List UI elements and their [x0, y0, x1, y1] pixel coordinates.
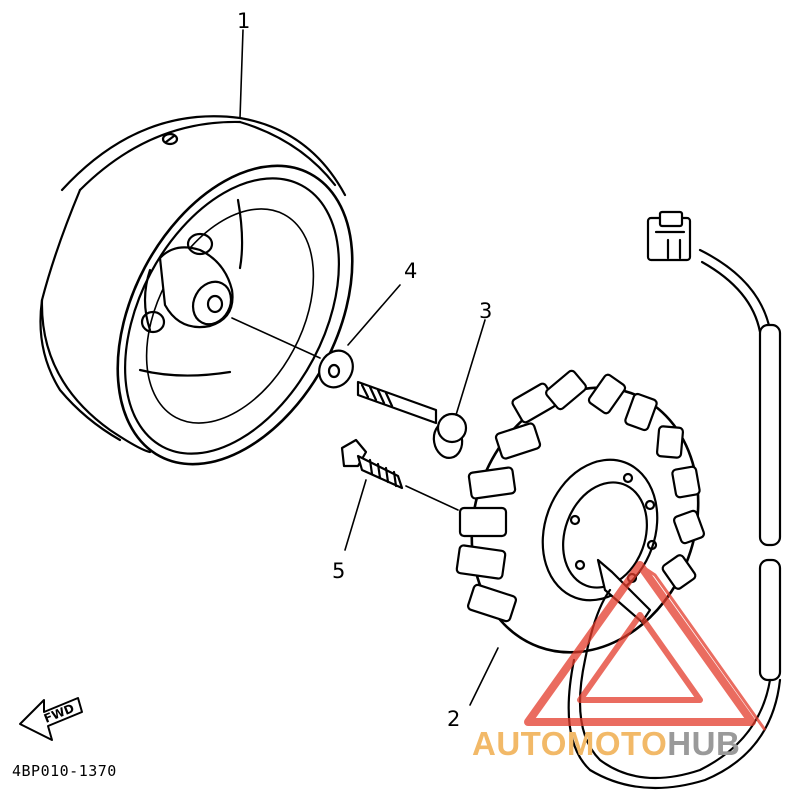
callout-1: 1	[237, 9, 250, 33]
stator-coil	[455, 369, 706, 706]
rotor-flywheel	[39, 115, 354, 466]
callout-3: 3	[479, 299, 492, 323]
fwd-arrow-icon: FWD	[19, 697, 83, 741]
bolt	[356, 319, 486, 459]
watermark-brand-part1: AUTOMOTO	[472, 725, 668, 762]
callout-5: 5	[332, 559, 345, 583]
warning-triangle-icon	[524, 561, 767, 731]
callout-4: 4	[404, 259, 417, 283]
wire-harness	[567, 210, 782, 790]
watermark-brand: AUTOMOTOHUB	[472, 725, 740, 763]
diagram-code: 4BP010-1370	[12, 762, 117, 780]
callout-2: 2	[447, 707, 460, 731]
watermark-brand-part2: HUB	[667, 725, 741, 762]
screw	[340, 438, 459, 551]
washer	[318, 284, 401, 389]
